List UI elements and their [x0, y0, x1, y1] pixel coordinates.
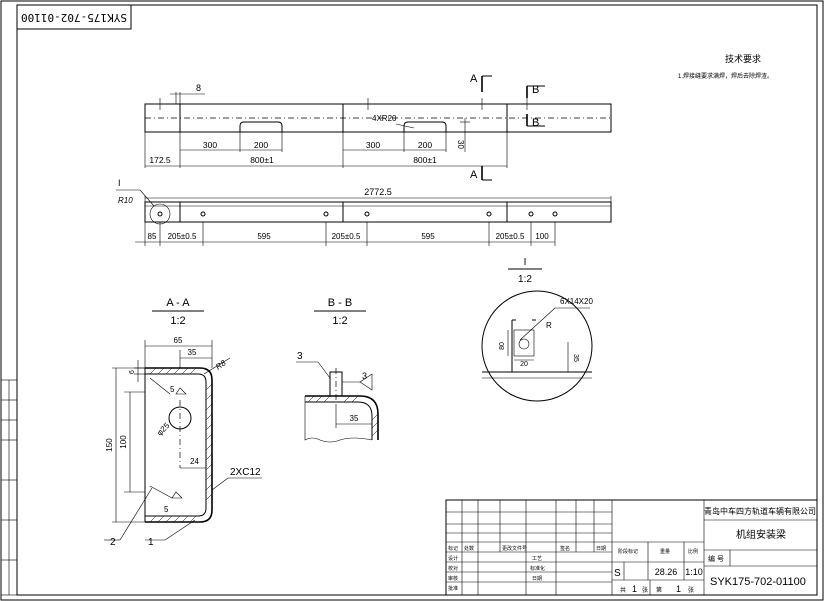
dim-800-a: 800±1 — [250, 155, 274, 165]
dim-bottom-85: 85 — [148, 232, 157, 241]
section-a-a: A - A 1:2 65 — [104, 297, 262, 548]
section-mark-b-bottom: B — [532, 117, 539, 129]
left-side-table — [0, 379, 18, 596]
detail-i-title: I — [524, 257, 527, 268]
tb-hdr-sign: 签名 — [560, 545, 570, 552]
tb-sheet-no-prefix: 第 — [656, 586, 662, 594]
top-view: 8 4XR20 300 200 300 200 30 172.5 800±1 8… — [144, 73, 612, 181]
section-aa-title: A - A — [166, 297, 190, 309]
tb-code-label: 编 号 — [708, 554, 724, 563]
tb-sheet-total-suffix: 张 — [642, 586, 648, 594]
section-aa-dim-65: 65 — [174, 336, 183, 345]
detail-i-scale: 1:2 — [518, 274, 532, 285]
tb-hdr-mark: 标记 — [448, 545, 458, 552]
tech-req-item1: 1.焊接缝要求满焊，焊后去除焊渣。 — [678, 72, 773, 80]
tb-sheet-total-prefix: 共 — [620, 586, 626, 594]
detail-i-view: 6X14X20 R 80 20 35 — [481, 290, 593, 402]
tb-drawing-number: SYK175-702-01100 — [710, 576, 806, 588]
section-aa-material: 2XC12 — [230, 467, 261, 478]
section-b-b: B - B 1:2 3 3 35 — [296, 297, 379, 443]
dim-bottom-205-a: 205±0.5 — [168, 232, 197, 241]
technical-requirements: 技术要求 1.焊接缝要求满焊，焊后去除焊渣。 — [678, 53, 773, 80]
section-aa-scale: 1:2 — [170, 315, 185, 327]
tb-scale-value: 1:10 — [685, 567, 703, 577]
section-aa-dim-150: 150 — [105, 438, 114, 452]
section-aa-weld-5b: 5 — [164, 505, 169, 514]
tb-row-review: 审核 — [448, 575, 458, 582]
section-mark-b-top: B — [532, 84, 539, 96]
section-aa-dim-r8: R8 — [214, 358, 228, 372]
tb-hdr-weight: 重量 — [660, 548, 670, 555]
detail-i-callout: I — [118, 178, 121, 188]
dim-bottom-595-b: 595 — [421, 232, 435, 241]
section-aa-dim-24: 24 — [190, 457, 199, 466]
drawing-frame — [16, 4, 818, 596]
section-bb-weld-3: 3 — [362, 371, 367, 381]
tb-row-craft: 工艺 — [532, 556, 542, 562]
tb-hdr-file: 更改文件号 — [502, 545, 527, 552]
dim-800-b: 800±1 — [413, 155, 437, 165]
tb-row-check: 校对 — [448, 565, 458, 572]
dim-172-5: 172.5 — [149, 155, 171, 165]
tb-hdr-date: 日期 — [596, 546, 606, 552]
front-view: I R10 2772.5 85 205±0.5 595 205±0.5 595 … — [116, 178, 612, 246]
detail-i-label: I 1:2 — [508, 257, 542, 285]
title-block: 标记 处数 更改文件号 签名 日期 设计 校对 审核 批准 工艺 标准化 日期 … — [445, 499, 818, 596]
tech-req-title: 技术要求 — [725, 53, 761, 64]
tb-part-name: 机组安装梁 — [736, 528, 786, 541]
detail-dim-35: 35 — [572, 354, 579, 362]
tb-row-design: 设计 — [448, 555, 458, 562]
dim-30: 30 — [456, 140, 465, 149]
tb-company: 青岛中车四方轨道车辆有限公司 — [704, 506, 816, 516]
tb-mark-s: S — [614, 568, 621, 579]
section-aa-dim-6: 6 — [129, 370, 136, 374]
dim-r10: R10 — [118, 196, 133, 205]
section-aa-dim-100: 100 — [119, 435, 128, 449]
section-bb-title: B - B — [328, 297, 352, 309]
dim-200-b: 200 — [418, 140, 432, 150]
dim-bottom-595-a: 595 — [257, 232, 271, 241]
section-mark-a-top: A — [470, 73, 478, 85]
dim-bottom-205-b: 205±0.5 — [332, 232, 361, 241]
dim-200-a: 200 — [254, 140, 268, 150]
section-bb-part-3: 3 — [297, 351, 303, 362]
section-bb-scale: 1:2 — [332, 315, 347, 327]
detail-dim-r: R — [546, 321, 552, 330]
tb-row-std: 标准化 — [530, 565, 545, 572]
dim-4xr20: 4XR20 — [372, 114, 397, 123]
tb-hdr-stage: 阶段标记 — [618, 548, 638, 555]
detail-dim-80: 80 — [499, 342, 506, 350]
tb-sheet-no: 1 — [676, 584, 681, 594]
section-aa-dim-35: 35 — [188, 348, 197, 357]
section-aa-part-2: 2 — [110, 537, 116, 548]
dim-8-top: 8 — [196, 83, 201, 93]
section-aa-weld-5a: 5 — [170, 385, 175, 394]
detail-dim-20: 20 — [520, 361, 528, 368]
tb-hdr-qty: 处数 — [464, 545, 474, 552]
section-aa-part-1: 1 — [148, 537, 154, 548]
tb-weight-value: 28.26 — [655, 567, 678, 577]
tb-sheet-total: 1 — [632, 584, 637, 594]
tb-row-date: 日期 — [532, 576, 542, 582]
section-aa-dim-phi25: φ25 — [155, 421, 172, 438]
dim-300-b: 300 — [366, 140, 380, 150]
dim-bottom-205-c: 205±0.5 — [496, 232, 525, 241]
section-mark-a-bottom: A — [470, 169, 478, 181]
rotated-number-box: SYK175-702-01100 — [16, 4, 132, 30]
detail-dim-hole: 6X14X20 — [560, 297, 593, 306]
dim-total-length: 2772.5 — [364, 187, 392, 197]
section-bb-dim-35: 35 — [350, 414, 359, 423]
tb-sheet-no-suffix: 张 — [688, 586, 694, 594]
tb-row-approve: 批准 — [448, 585, 458, 592]
dim-300-a: 300 — [203, 140, 217, 150]
rotated-drawing-number: SYK175-702-01100 — [21, 11, 127, 24]
dim-bottom-100: 100 — [535, 232, 549, 241]
tb-hdr-scale: 比例 — [688, 548, 698, 555]
